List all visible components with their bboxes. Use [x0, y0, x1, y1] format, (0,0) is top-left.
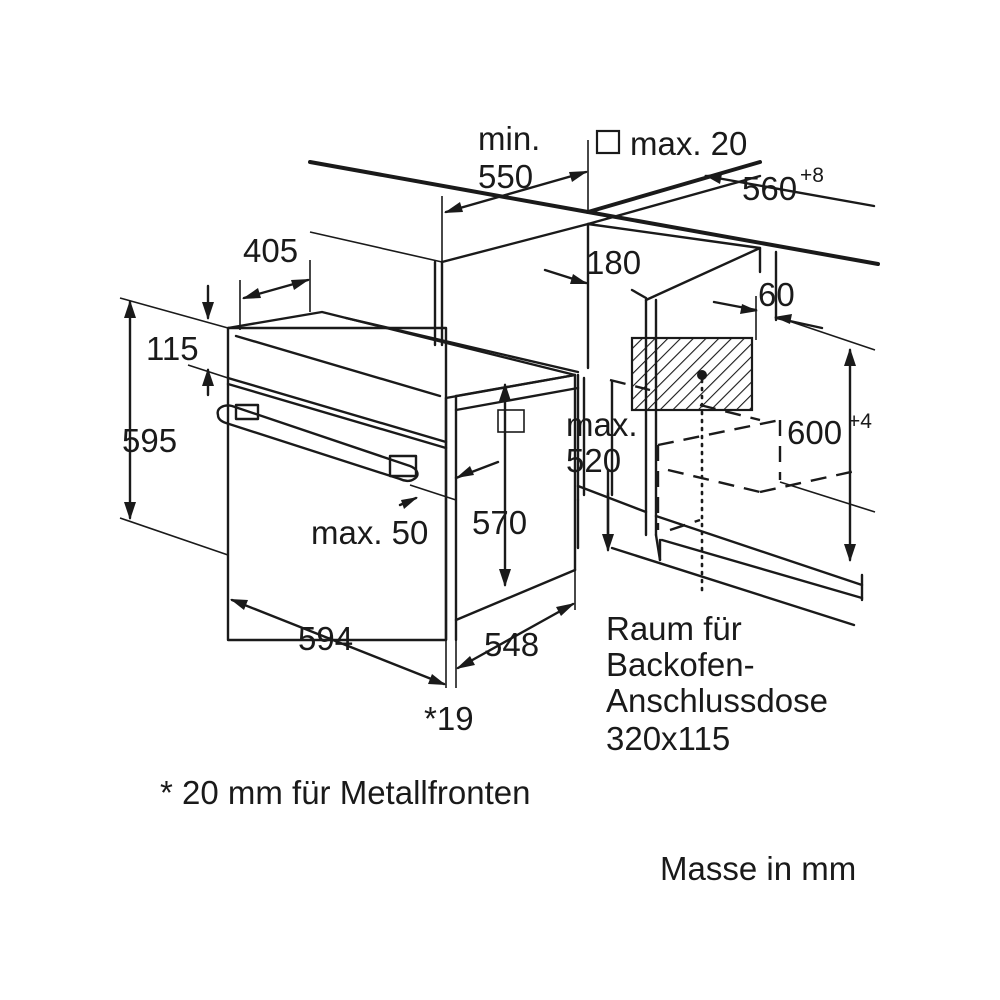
label-560-tolerance: +8: [800, 164, 824, 187]
cabinet-niche: [308, 160, 880, 627]
label-180: 180: [586, 244, 641, 281]
label-min: min.: [478, 120, 540, 157]
label-115: 115: [146, 330, 199, 367]
label-595: 595: [122, 422, 177, 459]
socket-note-line-3: Anschlussdose: [606, 682, 828, 719]
label-600: 600: [787, 414, 842, 451]
square-symbol: [595, 129, 621, 155]
label-600-tolerance: +4: [848, 410, 872, 433]
socket-note-line-4: 320x115: [606, 720, 730, 757]
socket-note-line-1: Raum für: [606, 610, 742, 647]
label-60: 60: [758, 276, 795, 313]
label-max-50: max. 50: [311, 514, 428, 551]
socket-space-hatched: [630, 336, 754, 592]
label-594: 594: [298, 620, 353, 657]
footnote: * 20 mm für Metallfronten: [160, 774, 530, 811]
dimension-lines: [119, 140, 876, 688]
oven: [216, 310, 580, 642]
units-note: Masse in mm: [660, 850, 856, 887]
label-520: 520: [566, 442, 621, 479]
label-550: 550: [478, 158, 533, 195]
label-max-20: max. 20: [630, 125, 747, 162]
label-405: 405: [243, 232, 298, 269]
label-max: max.: [566, 406, 638, 443]
label-548: 548: [484, 626, 539, 663]
socket-note: Raum für Backofen- Anschlussdose 320x115: [606, 610, 828, 757]
dimension-labels: min. 550 max. 20 560 +8 405 180 60 115 5…: [122, 120, 872, 737]
label-570: 570: [472, 504, 527, 541]
socket-note-line-2: Backofen-: [606, 646, 755, 683]
label-560: 560: [742, 170, 797, 207]
label-19: *19: [424, 700, 474, 737]
